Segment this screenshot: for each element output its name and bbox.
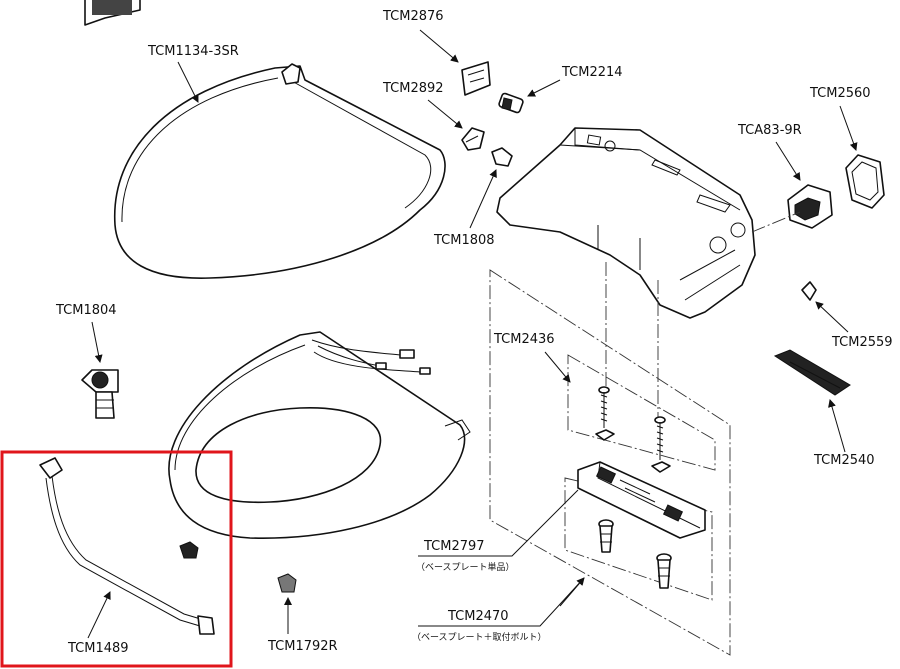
cover-part-tcm2560[interactable] — [845, 154, 885, 209]
leader-tcm2470 — [418, 577, 585, 627]
label-tcm1134: TCM1134-3SR — [147, 44, 239, 59]
note-tcm2797: （ベースプレート単品） — [416, 561, 515, 573]
bolt-part[interactable] — [595, 386, 615, 441]
label-tcm2560: TCM2560 — [809, 86, 871, 101]
guide-line — [751, 211, 801, 233]
valve-part-tcm1804[interactable] — [81, 369, 119, 419]
label-tcm2797: TCM2797 — [423, 539, 485, 554]
cut-off-part-fill — [92, 0, 132, 15]
arrow-tcm2214 — [527, 79, 561, 97]
label-tcm1489: TCM1489 — [67, 641, 129, 656]
arrow-tcm1134 — [177, 61, 199, 103]
hose-part-tcm1489[interactable] — [39, 457, 215, 635]
clip-part-tcm2559[interactable] — [801, 281, 817, 301]
note-tcm2470: （ベースプレート＋取付ボルト） — [412, 632, 547, 643]
clip-part-tcm2892[interactable] — [461, 127, 485, 151]
nozzle-cover-part-tcm2540[interactable] — [773, 349, 851, 396]
label-tcm2436: TCM2436 — [493, 332, 555, 347]
base-plate-part-tcm2797[interactable] — [577, 461, 706, 539]
cartridge-part-tca839[interactable] — [787, 184, 833, 229]
wire-harness-part[interactable] — [311, 339, 431, 375]
bolt-part[interactable] — [651, 416, 671, 473]
label-tcm2892: TCM2892 — [382, 81, 444, 96]
label-tcm2876: TCM2876 — [382, 9, 444, 24]
arrow-tcm2559 — [815, 301, 849, 333]
plate-part-tcm2876[interactable] — [461, 61, 491, 96]
label-tcm2214: TCM2214 — [561, 65, 623, 80]
nut-part[interactable] — [179, 541, 199, 559]
seat-ring-part[interactable] — [168, 331, 471, 539]
bracket-part-tcm1808[interactable] — [491, 147, 513, 167]
highlight-box — [0, 450, 233, 668]
label-tcm2559: TCM2559 — [831, 335, 893, 350]
main-body-part[interactable] — [496, 127, 756, 319]
leader-tcm2797 — [418, 489, 579, 557]
arrow-tcm1808 — [469, 169, 497, 229]
label-tcm2540: TCM2540 — [813, 453, 875, 468]
arrow-tcm2540 — [828, 399, 846, 453]
arrow-tcm2436 — [544, 351, 571, 383]
lid-part[interactable] — [113, 63, 446, 279]
pin-part[interactable] — [656, 553, 672, 589]
label-tcm1808: TCM1808 — [433, 233, 495, 248]
label-tca839: TCA83-9R — [737, 123, 802, 138]
arrow-tcm1804 — [91, 321, 103, 363]
pin-part[interactable] — [598, 519, 614, 553]
region-tcm2436 — [567, 354, 716, 471]
arrow-tca839 — [775, 141, 801, 181]
label-tcm1804: TCM1804 — [55, 303, 117, 318]
label-tcm2470: TCM2470 — [447, 609, 509, 624]
arrow-tcm1489 — [87, 591, 111, 639]
label-tcm1792: TCM1792R — [267, 639, 338, 654]
region-tcm2470 — [489, 269, 731, 656]
arrow-tcm2876 — [419, 29, 459, 63]
arrow-tcm2892 — [427, 99, 463, 129]
valve-part-tcm2214[interactable] — [498, 92, 524, 114]
nut-part-tcm1792[interactable] — [277, 573, 297, 593]
arrow-tcm2470 — [559, 577, 585, 607]
arrow-tcm2560 — [839, 105, 858, 151]
